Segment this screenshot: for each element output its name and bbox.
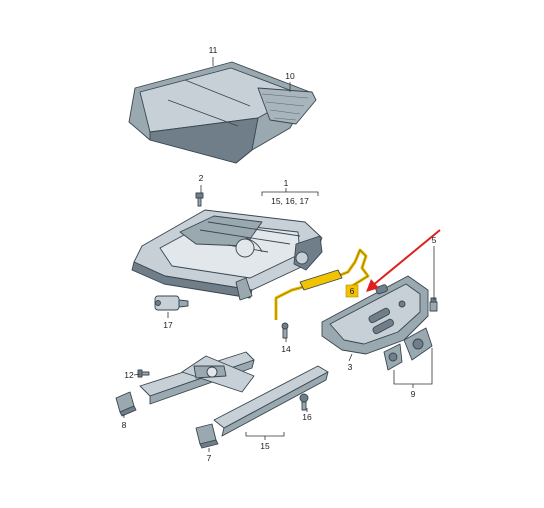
seat-rails-part-15[interactable] (139, 351, 329, 437)
side-trim-part-3[interactable] (321, 275, 429, 355)
red-pointer-arrow (366, 229, 441, 292)
seat-cushion-part-11[interactable] (128, 61, 311, 164)
callout-badge-6[interactable]: 6 (345, 284, 359, 298)
screw-part-14[interactable] (281, 322, 289, 339)
switch-left-part-9[interactable] (383, 343, 403, 371)
callout-16: 16 (302, 412, 312, 422)
callout-9: 9 (411, 389, 416, 399)
seat-cover-edge-part-10[interactable] (257, 87, 317, 125)
callout-10: 10 (285, 71, 295, 81)
callout-17: 17 (163, 320, 173, 330)
callout-15: 15 (260, 441, 270, 451)
callout-5: 5 (432, 235, 437, 245)
bolt-part-12[interactable] (137, 369, 150, 378)
callout-6: 6 (350, 286, 355, 296)
callout-labels: 11 10 2 1 15, 16, 17 5 17 14 3 12 9 8 16… (122, 45, 437, 463)
bolt-part-2[interactable] (195, 192, 204, 207)
leader-lines (123, 57, 435, 452)
switch-right-part-9[interactable] (403, 327, 433, 361)
callout-2: 2 (199, 173, 204, 183)
callout-3: 3 (348, 362, 353, 372)
bracket-part-7[interactable] (195, 423, 219, 449)
callout-8: 8 (122, 420, 127, 430)
callout-14: 14 (281, 344, 291, 354)
clip-part-5[interactable] (429, 297, 438, 312)
bolt-part-16[interactable] (299, 393, 309, 411)
motor-part-17[interactable] (154, 295, 189, 311)
clip-near-trim (375, 284, 388, 295)
bracket-part-8[interactable] (115, 391, 137, 417)
callout-1: 1 (284, 178, 289, 188)
callout-12: 12 (124, 370, 134, 380)
callout-1-sub: 15, 16, 17 (271, 196, 309, 206)
adjuster-cable-part-6[interactable] (274, 248, 370, 320)
callout-11: 11 (209, 45, 218, 55)
callout-7: 7 (207, 453, 212, 463)
seat-frame-part-1[interactable] (131, 209, 323, 301)
